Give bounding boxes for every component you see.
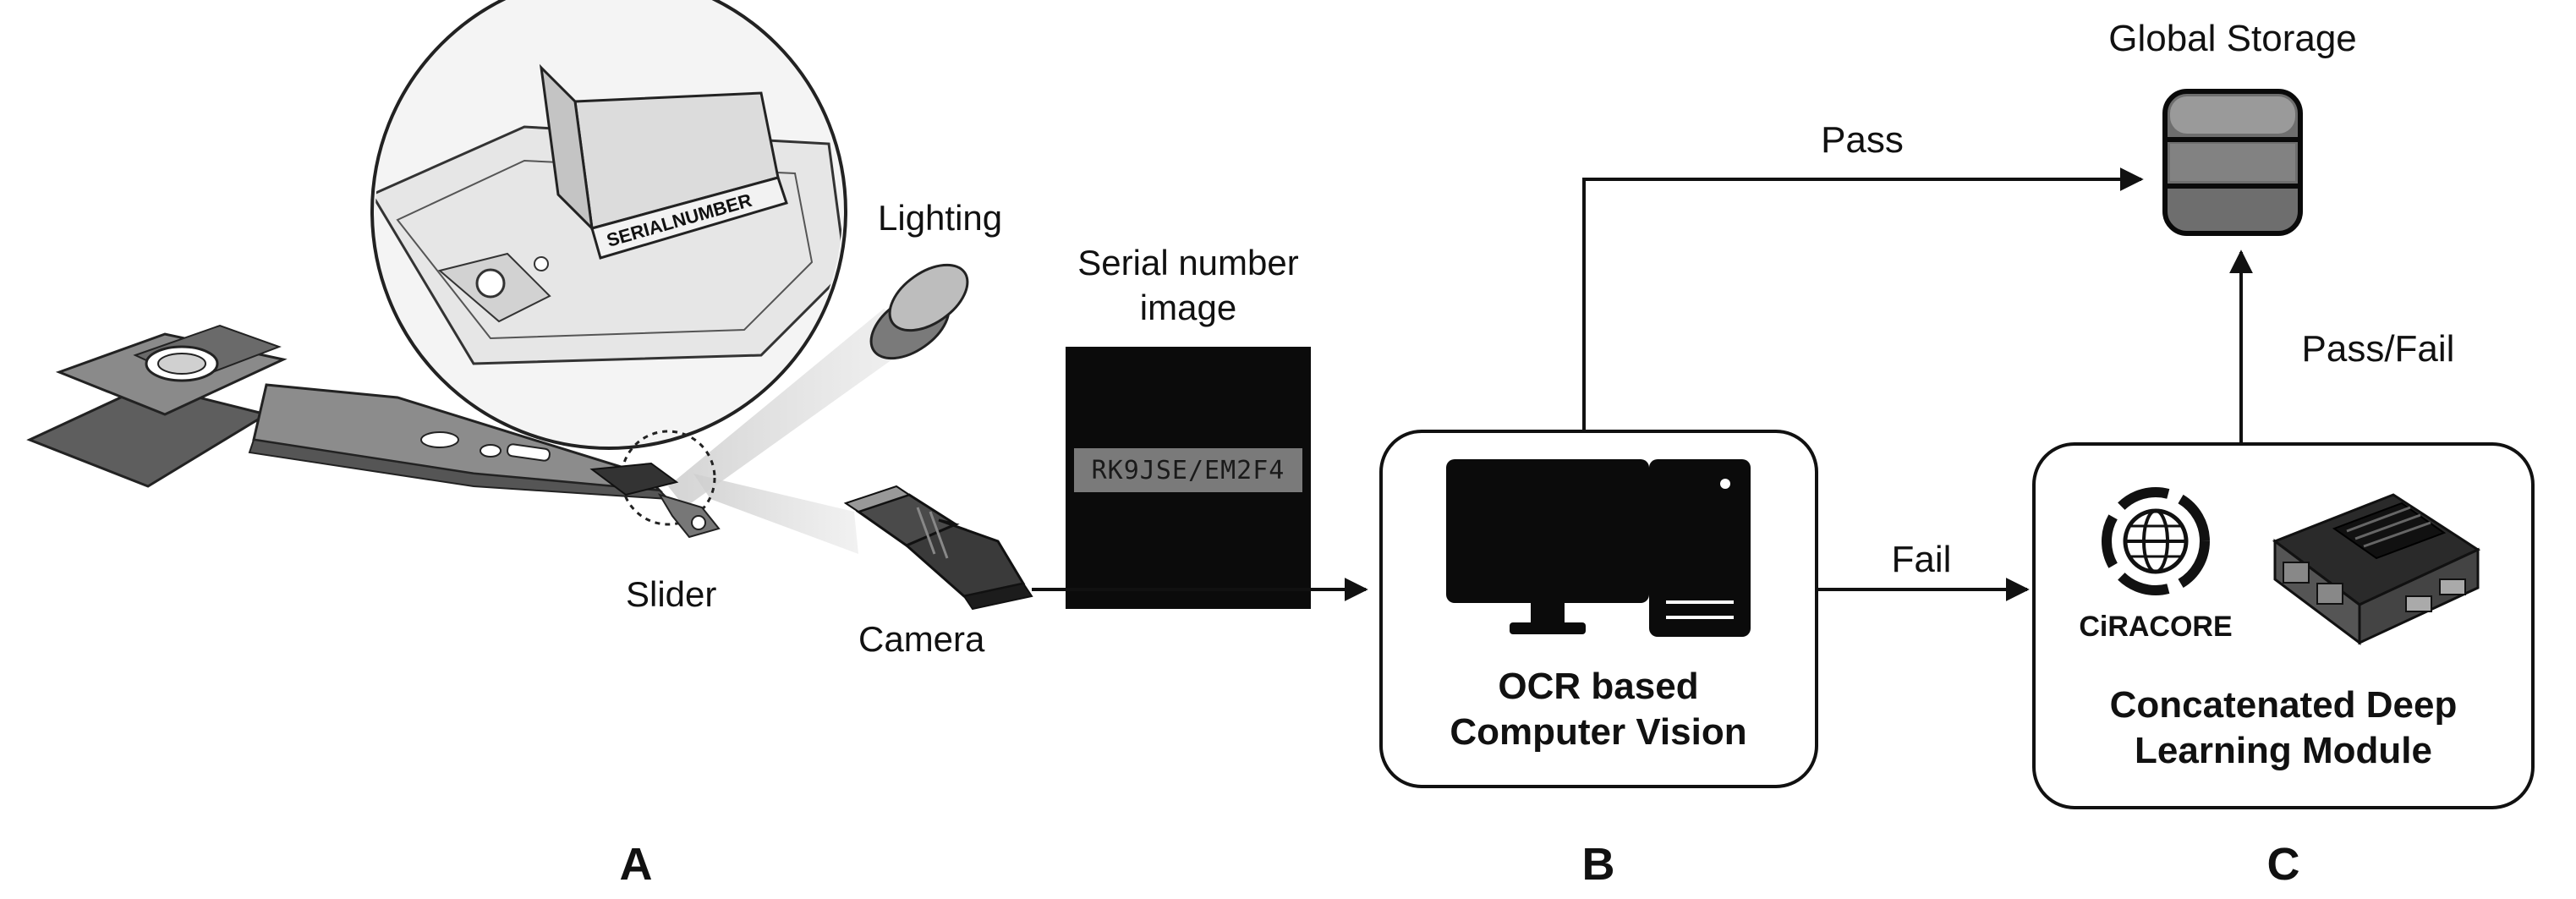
pass-label: Pass (1821, 119, 1904, 161)
ocr-title-line2: Computer Vision (1450, 711, 1746, 753)
section-b-label: B (1582, 839, 1615, 890)
slider-label: Slider (626, 574, 716, 614)
database-icon (2162, 89, 2303, 236)
fail-label: Fail (1892, 539, 1952, 580)
logo-text: CiRACORE (2079, 611, 2232, 643)
connectors (1032, 167, 2253, 601)
serial-image-text: RK9JSE/EM2F4 (1092, 456, 1285, 485)
serial-image-caption-line1: Serial number (1077, 243, 1298, 282)
lighting-unit (869, 263, 969, 360)
section-c-label: C (2267, 839, 2300, 890)
serial-number-image: Serial number image RK9JSE/EM2F4 (1066, 243, 1311, 609)
camera-label: Camera (858, 619, 985, 659)
camera-unit (843, 485, 1033, 611)
monitor-icon (1446, 459, 1649, 634)
lighting-label: Lighting (878, 198, 1002, 238)
lighting-beam (668, 309, 922, 507)
global-storage: Global Storage (2108, 18, 2357, 236)
ocr-box: OCR based Computer Vision (1379, 430, 1818, 788)
hardware-illustration: SERIALNUMBER (26, 0, 1033, 659)
deep-learning-box: CiRACORE Concatenated Deep Learning Modu… (2032, 442, 2535, 809)
pass-arrow (1582, 167, 2144, 430)
pc-tower-icon (1649, 459, 1751, 637)
dev-board-icon (2272, 493, 2481, 645)
magnified-inset: SERIALNUMBER (370, 0, 847, 450)
suspension-arm (26, 324, 721, 539)
camera-beam (693, 474, 858, 554)
pass-fail-label: Pass/Fail (2302, 328, 2455, 370)
section-a-label: A (620, 839, 653, 890)
globe-logo-icon (2102, 487, 2210, 595)
module-title-line2: Learning Module (2135, 730, 2432, 771)
serial-image-caption-line2: image (1140, 288, 1236, 327)
ocr-title-line1: OCR based (1498, 666, 1698, 707)
global-storage-label: Global Storage (2108, 18, 2357, 59)
module-title-line1: Concatenated Deep (2110, 684, 2458, 726)
